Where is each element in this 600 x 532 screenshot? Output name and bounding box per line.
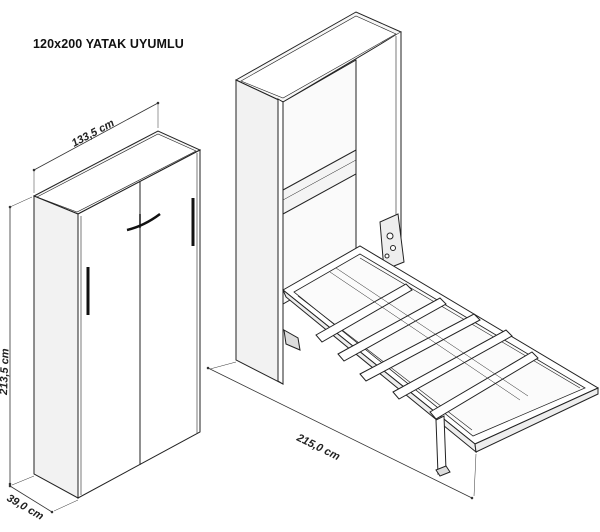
depth-label: 39,0 cm xyxy=(5,492,46,523)
height-label: 213,5 cm xyxy=(0,348,12,396)
closed-cabinet xyxy=(32,130,202,499)
length-dimension xyxy=(206,361,477,500)
width-dimension xyxy=(32,101,160,193)
length-label: 215,0 cm xyxy=(294,431,342,463)
product-title: 120x200 YATAK UYUMLU xyxy=(33,37,184,51)
width-label: 133,5 cm xyxy=(70,117,117,150)
height-dimension xyxy=(8,196,33,486)
depth-dimension xyxy=(8,475,79,514)
bed-frame xyxy=(282,245,600,477)
open-cabinet xyxy=(234,11,405,385)
